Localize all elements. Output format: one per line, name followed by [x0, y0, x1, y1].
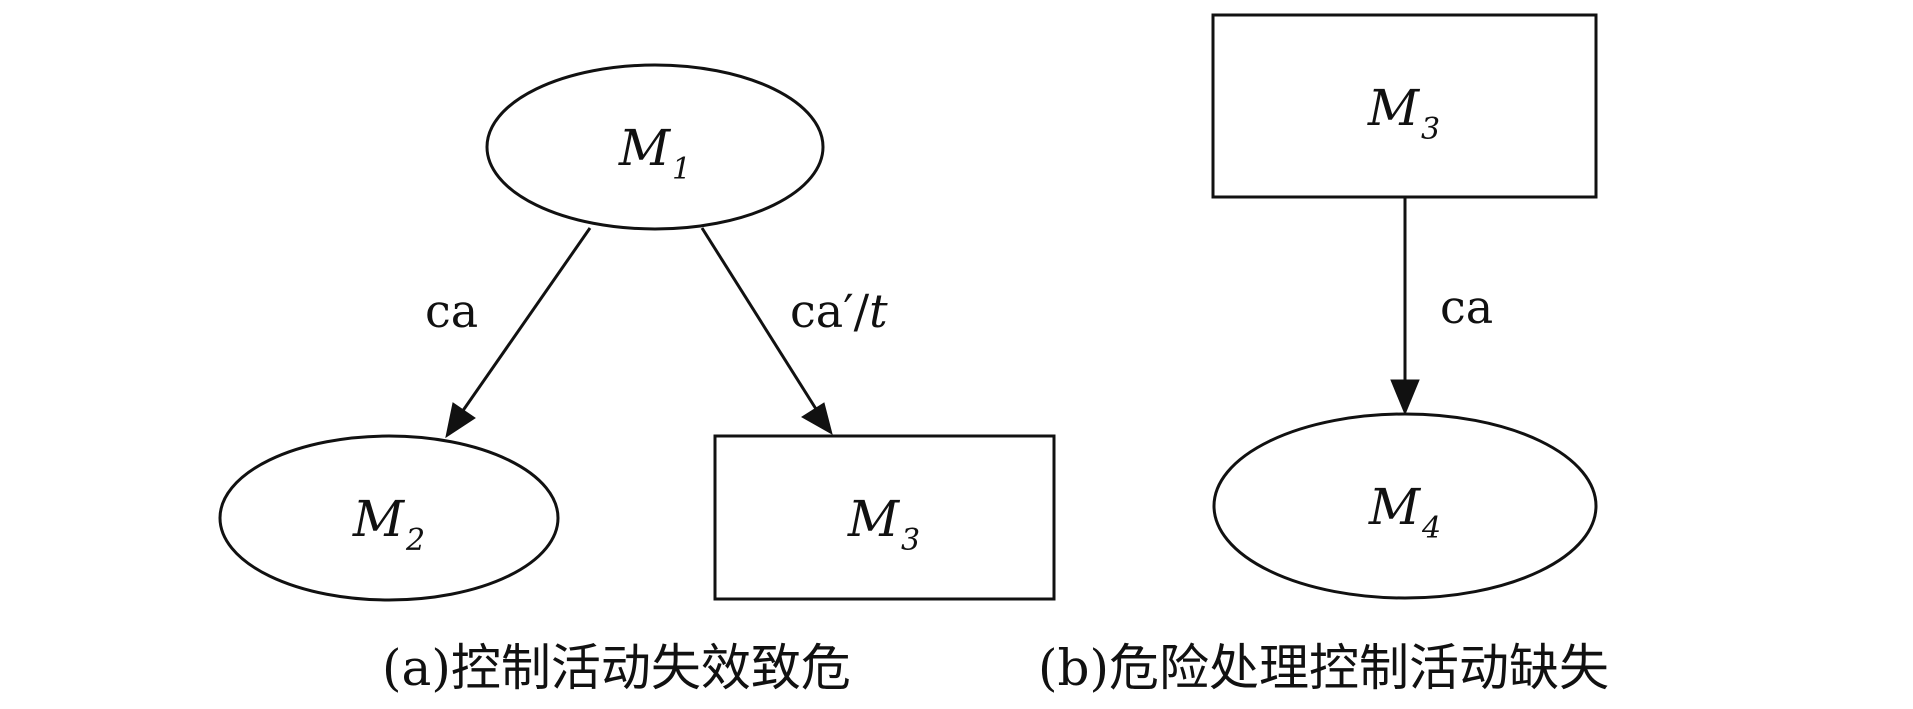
panel-a: M1 M2 M3 ca ca′/t (a)控制活动失效致危 — [218, 63, 1056, 697]
node-m1-letter: M — [618, 119, 672, 177]
node-m3-a-subscript: 3 — [901, 523, 920, 558]
node-m3-a-letter: M — [847, 490, 901, 548]
node-m3-b: M3 — [1211, 13, 1598, 199]
caption-b: (b)危险处理控制活动缺失 — [1038, 639, 1609, 697]
node-m3-a: M3 — [713, 434, 1056, 601]
edge-m3-m4-arrowhead — [1390, 379, 1420, 416]
node-m3-b-label: M3 — [1367, 79, 1440, 147]
node-m2-subscript: 2 — [405, 523, 425, 558]
node-m2-letter: M — [352, 490, 406, 548]
node-m4: M4 — [1212, 412, 1598, 600]
edge-m3-m4: ca — [1390, 197, 1493, 416]
edge-m1-m3-label: ca′/t — [790, 284, 888, 338]
node-m2-label: M2 — [352, 490, 425, 558]
node-m3-b-subscript: 3 — [1421, 112, 1440, 147]
edge-m1-m3-line — [700, 227, 818, 410]
edge-m1-m2-label: ca — [425, 284, 478, 338]
edge-m1-m3-label-prefix: ca′/ — [790, 284, 870, 338]
node-m4-letter: M — [1368, 478, 1422, 536]
node-m1-label: M1 — [618, 119, 691, 187]
edge-m1-m3-label-italic: t — [869, 284, 888, 338]
edge-m1-m2-arrowhead — [445, 402, 476, 439]
panel-b: M3 M4 ca (b)危险处理控制活动缺失 — [1038, 13, 1609, 697]
node-m3-b-letter: M — [1367, 79, 1421, 137]
node-m4-label: M4 — [1368, 478, 1441, 546]
node-m4-subscript: 4 — [1421, 511, 1441, 546]
edge-m1-m3: ca′/t — [700, 227, 888, 436]
caption-a: (a)控制活动失效致危 — [382, 639, 851, 697]
node-m2-ellipse — [218, 434, 560, 602]
node-m3-b-rect — [1211, 13, 1598, 199]
edge-m1-m3-arrowhead — [801, 402, 833, 436]
node-m3-a-rect — [713, 434, 1056, 601]
node-m2: M2 — [218, 434, 560, 602]
node-m3-a-label: M3 — [847, 490, 920, 558]
edge-m1-m2-line — [460, 227, 592, 413]
edge-m3-m4-label: ca — [1440, 280, 1493, 334]
node-m1-subscript: 1 — [672, 152, 691, 187]
node-m1-ellipse — [485, 63, 825, 231]
edge-m1-m2: ca — [425, 227, 592, 439]
node-m1: M1 — [485, 63, 825, 231]
